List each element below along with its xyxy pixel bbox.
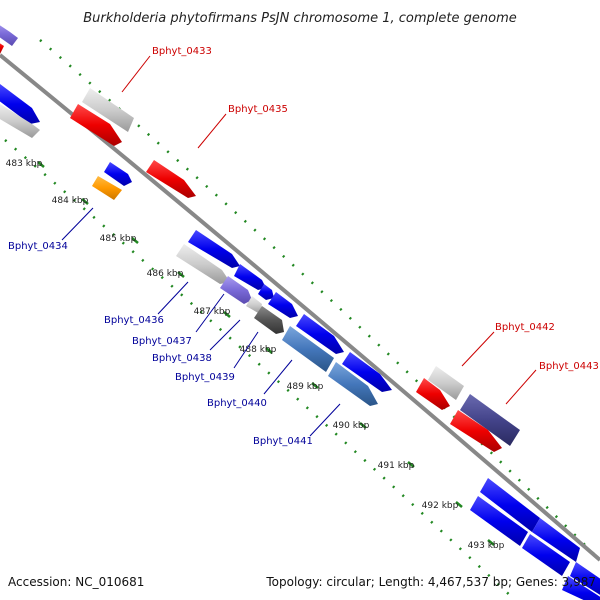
label-leader <box>309 403 341 437</box>
label-leader <box>157 281 189 315</box>
gene-label[interactable]: Bphyt_0441 <box>253 436 313 447</box>
label-leader <box>461 331 495 367</box>
gene-feature[interactable] <box>0 84 40 124</box>
label-leader <box>195 293 225 333</box>
gene-label[interactable]: Bphyt_0436 <box>104 315 164 326</box>
gene-feature[interactable] <box>70 104 122 146</box>
gene-label[interactable]: Bphyt_0437 <box>132 336 192 347</box>
gene-feature[interactable] <box>522 534 570 576</box>
gene-feature[interactable] <box>480 478 540 532</box>
scale-label: 486 kbp <box>147 269 184 279</box>
gene-label[interactable]: Bphyt_0442 <box>495 322 555 333</box>
gene-labels: Bphyt_0433 Bphyt_0435 Bphyt_0434 Bphyt_0… <box>8 46 599 447</box>
gene-feature[interactable] <box>220 276 252 304</box>
scale-label: 483 kbp <box>6 159 43 169</box>
scale-tick <box>37 161 45 168</box>
chromosome-backbone <box>0 53 600 562</box>
gene-feature[interactable] <box>450 410 502 452</box>
gene-label[interactable]: Bphyt_0439 <box>175 372 235 383</box>
gene-feature[interactable] <box>268 292 298 318</box>
gene-label[interactable]: Bphyt_0433 <box>152 46 212 57</box>
label-leader <box>121 55 151 93</box>
gene-feature[interactable] <box>416 378 450 410</box>
scale-tick <box>455 501 463 508</box>
gene-feature[interactable] <box>282 326 334 372</box>
scale-labels: 483 kbp 484 kbp 485 kbp 486 kbp 487 kbp … <box>6 159 505 551</box>
scale-tick <box>223 311 231 318</box>
gene-label[interactable]: Bphyt_0434 <box>8 241 68 252</box>
genome-summary-text: Topology: circular; Length: 4,467,537 bp… <box>265 575 596 589</box>
label-leader <box>505 369 537 405</box>
scale-tick <box>359 422 367 429</box>
gene-feature[interactable] <box>104 162 132 186</box>
scale-tick <box>311 382 319 389</box>
label-leader <box>61 207 94 241</box>
scale-label: 488 kbp <box>240 345 277 355</box>
gene-feature[interactable] <box>254 306 284 334</box>
scale-label: 489 kbp <box>287 382 324 392</box>
scale-label: 493 kbp <box>468 541 505 551</box>
gene-feature[interactable] <box>328 362 378 406</box>
gene-feature[interactable] <box>176 244 230 284</box>
scale-tick <box>487 539 495 546</box>
scale-tick <box>265 347 273 354</box>
gene-feature[interactable] <box>470 496 528 546</box>
scale-tick <box>131 237 139 244</box>
gene-feature[interactable] <box>92 176 122 200</box>
map-title: Burkholderia phytofirmans PsJN chromosom… <box>83 11 517 26</box>
label-leader <box>209 319 241 351</box>
gene-feature[interactable] <box>146 160 196 198</box>
scale-label: 492 kbp <box>422 501 459 511</box>
gene-feature[interactable] <box>0 40 4 54</box>
gene-feature[interactable] <box>296 314 344 354</box>
label-leaders <box>61 55 537 437</box>
gene-feature[interactable] <box>342 352 392 392</box>
scale-tick <box>81 198 89 205</box>
scale-tick <box>407 461 415 468</box>
gene-label[interactable]: Bphyt_0443 <box>539 361 599 372</box>
gene-feature[interactable] <box>570 562 600 598</box>
gene-feature[interactable] <box>0 22 18 46</box>
gene-feature[interactable] <box>0 104 40 138</box>
scale-label: 491 kbp <box>378 461 415 471</box>
scale-label: 487 kbp <box>194 307 231 317</box>
gene-feature[interactable] <box>82 88 134 132</box>
scale-label: 484 kbp <box>52 196 89 206</box>
gene-feature[interactable] <box>428 366 464 400</box>
label-leader <box>197 113 227 149</box>
gene-feature[interactable] <box>460 394 520 446</box>
label-leader <box>233 331 259 369</box>
scale-label: 490 kbp <box>333 421 370 431</box>
gene-feature[interactable] <box>562 576 600 600</box>
gene-feature[interactable] <box>246 296 262 314</box>
gene-label[interactable]: Bphyt_0438 <box>152 353 212 364</box>
gene-label[interactable]: Bphyt_0440 <box>207 398 267 409</box>
gene-features <box>0 22 600 600</box>
label-leader <box>263 359 293 395</box>
scale-tick <box>177 271 185 278</box>
gene-feature[interactable] <box>532 518 580 562</box>
scale-ticks <box>37 161 495 546</box>
gene-feature[interactable] <box>188 230 240 268</box>
scale-label: 485 kbp <box>100 234 137 244</box>
accession-text: Accession: NC_010681 <box>8 575 144 589</box>
gene-feature[interactable] <box>258 284 274 300</box>
gene-feature[interactable] <box>234 264 266 290</box>
gene-label[interactable]: Bphyt_0435 <box>228 104 288 115</box>
